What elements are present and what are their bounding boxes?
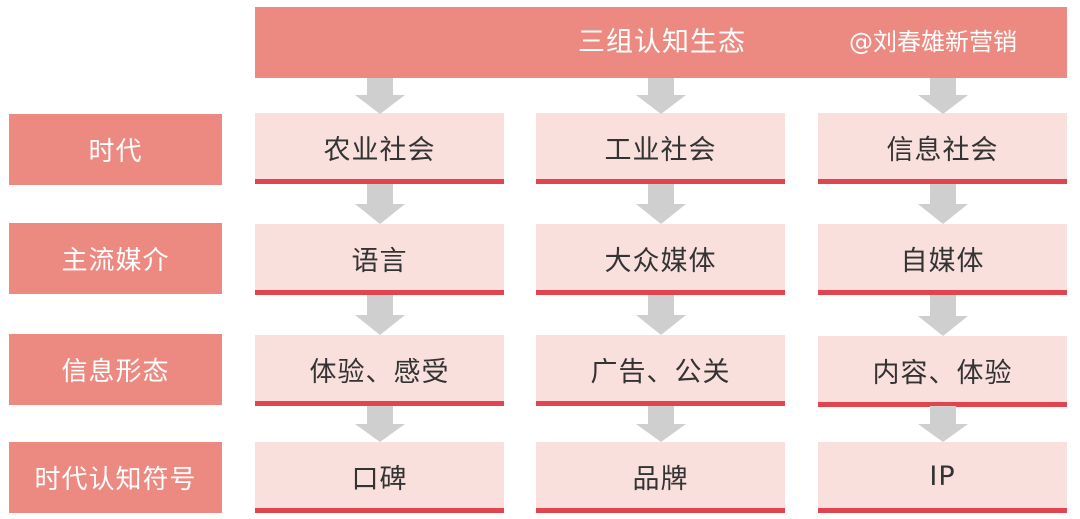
down-arrow-icon <box>636 78 686 114</box>
down-arrow-icon <box>918 78 968 114</box>
down-arrow-icon <box>355 78 405 114</box>
down-arrow-icon <box>355 184 405 224</box>
row-label-era: 时代 <box>9 114 222 185</box>
down-arrow-icon <box>355 406 405 442</box>
diagram-header: 三组认知生态 @刘春雄新营销 <box>255 7 1067 78</box>
row-label-information-form: 信息形态 <box>9 334 222 405</box>
cell-media-agricultural: 语言 <box>255 224 504 295</box>
author-credit: @刘春雄新营销 <box>849 28 1017 56</box>
cell-form-information: 内容、体验 <box>818 336 1067 407</box>
cell-form-industrial: 广告、公关 <box>536 335 785 406</box>
cell-form-agricultural: 体验、感受 <box>255 335 504 406</box>
down-arrow-icon <box>918 406 968 442</box>
down-arrow-icon <box>355 295 405 335</box>
down-arrow-icon <box>636 295 686 335</box>
cell-symbol-information: IP <box>818 442 1067 513</box>
row-label-mainstream-media: 主流媒介 <box>9 223 222 294</box>
cell-media-information: 自媒体 <box>818 224 1067 295</box>
cell-era-agricultural: 农业社会 <box>255 113 504 184</box>
cell-era-industrial: 工业社会 <box>536 113 785 184</box>
down-arrow-icon <box>918 184 968 224</box>
row-label-era-cognitive-symbol: 时代认知符号 <box>9 442 222 513</box>
diagram-title: 三组认知生态 <box>578 27 746 58</box>
cell-symbol-agricultural: 口碑 <box>255 442 504 513</box>
cell-media-industrial: 大众媒体 <box>536 224 785 295</box>
down-arrow-icon <box>636 406 686 442</box>
down-arrow-icon <box>636 184 686 224</box>
cell-symbol-industrial: 品牌 <box>536 442 785 513</box>
down-arrow-icon <box>918 295 968 336</box>
cell-era-information: 信息社会 <box>818 113 1067 184</box>
